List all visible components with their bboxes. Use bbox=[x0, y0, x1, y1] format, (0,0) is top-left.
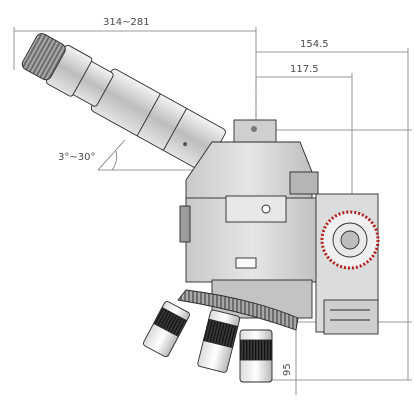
dim-angle-arc bbox=[111, 150, 118, 171]
dim-tilt-angle-label: 3°~30° bbox=[58, 152, 95, 163]
objective-right bbox=[239, 329, 273, 383]
nosepiece-group bbox=[142, 289, 299, 383]
nosepiece-ring bbox=[177, 289, 299, 331]
body-front-screw bbox=[261, 204, 271, 214]
dim-right-upper-label: 154.5 bbox=[300, 39, 329, 50]
body-side-block bbox=[289, 171, 319, 195]
body-label-plate bbox=[235, 257, 257, 269]
body-front-panel bbox=[225, 195, 287, 223]
eyepiece-tube-seam-2 bbox=[162, 108, 188, 151]
eyepiece-eyecup bbox=[21, 33, 66, 81]
dim-right-inner-label: 117.5 bbox=[290, 64, 319, 75]
objective-right-grip bbox=[239, 339, 273, 361]
microscope-body bbox=[179, 119, 321, 319]
eyepiece-tube-group bbox=[21, 33, 226, 172]
eyepiece-tube-seam bbox=[136, 93, 161, 137]
stand-lower-plate bbox=[323, 299, 379, 335]
focus-assembly bbox=[315, 193, 380, 335]
dim-angle-ray bbox=[97, 139, 126, 171]
dim-bottom-height-label: 95 bbox=[282, 363, 293, 376]
objective-middle bbox=[197, 309, 241, 373]
objective-left-grip bbox=[153, 306, 188, 338]
dim-top-width-label: 314~281 bbox=[103, 17, 150, 28]
objective-left bbox=[142, 301, 190, 358]
body-left-clip bbox=[179, 205, 191, 243]
eyepiece-screw bbox=[183, 142, 188, 147]
objective-middle-grip bbox=[202, 318, 239, 349]
focus-knob-hub bbox=[340, 230, 360, 250]
body-top-screw bbox=[251, 126, 257, 132]
